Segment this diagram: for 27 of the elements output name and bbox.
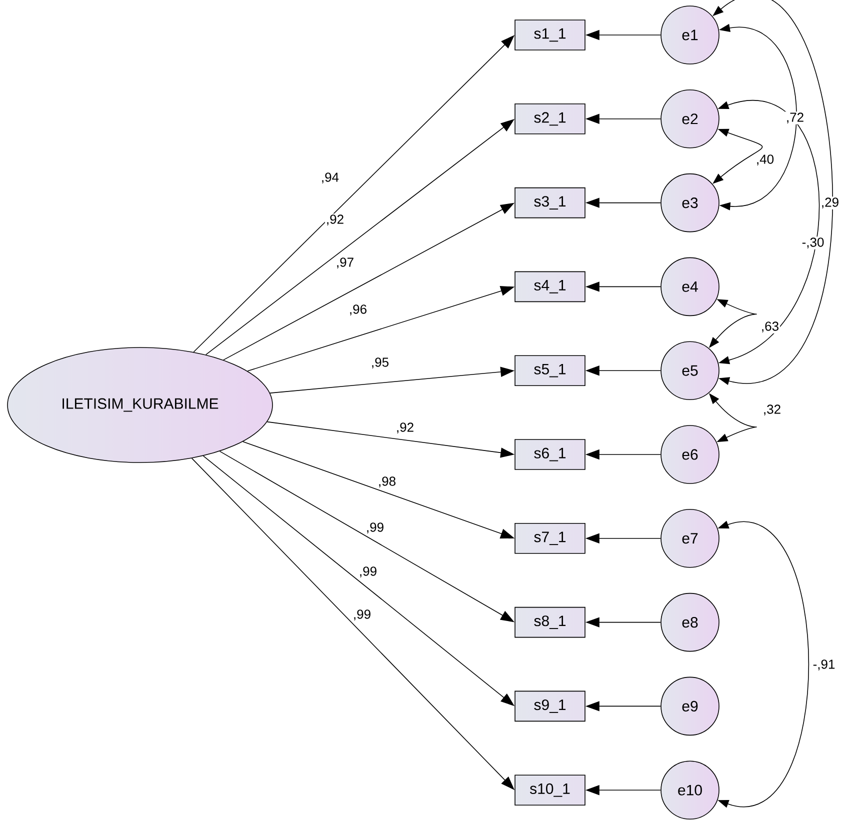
edge-label: ,92 — [324, 214, 346, 226]
edge-label: ,98 — [376, 476, 398, 488]
edge-label: ,95 — [370, 356, 390, 370]
edge-label: ,99 — [364, 522, 386, 534]
observed-variable-box: s2_1 — [514, 104, 586, 134]
edge-label: ,96 — [348, 304, 368, 316]
edge-label: ,32 — [762, 404, 782, 416]
observed-variable-box: s10_1 — [514, 774, 586, 806]
observed-variable-box: s1_1 — [514, 20, 586, 50]
edge-label: ,40 — [754, 154, 776, 166]
observed-variable-box: s3_1 — [514, 187, 586, 218]
observed-variable-box: s9_1 — [514, 690, 586, 722]
observed-variable-box: s6_1 — [514, 439, 586, 470]
observed-variable-box: s4_1 — [514, 271, 586, 302]
edge-label: ,97 — [334, 256, 356, 270]
edge-label: ,94 — [320, 172, 340, 184]
edge-label: ,72 — [784, 112, 806, 124]
observed-variable-box: s8_1 — [514, 606, 586, 638]
edge-label: ,29 — [820, 196, 840, 210]
edge-label: ,99 — [358, 566, 378, 578]
edge-label: ,92 — [394, 422, 416, 434]
observed-variable-box: s7_1 — [514, 523, 586, 554]
edge-label: -,30 — [800, 236, 826, 250]
edge-label: ,99 — [352, 608, 372, 622]
edge-label: ,63 — [760, 320, 780, 334]
edge-label: -,91 — [812, 658, 836, 672]
observed-variable-box: s5_1 — [514, 355, 586, 386]
